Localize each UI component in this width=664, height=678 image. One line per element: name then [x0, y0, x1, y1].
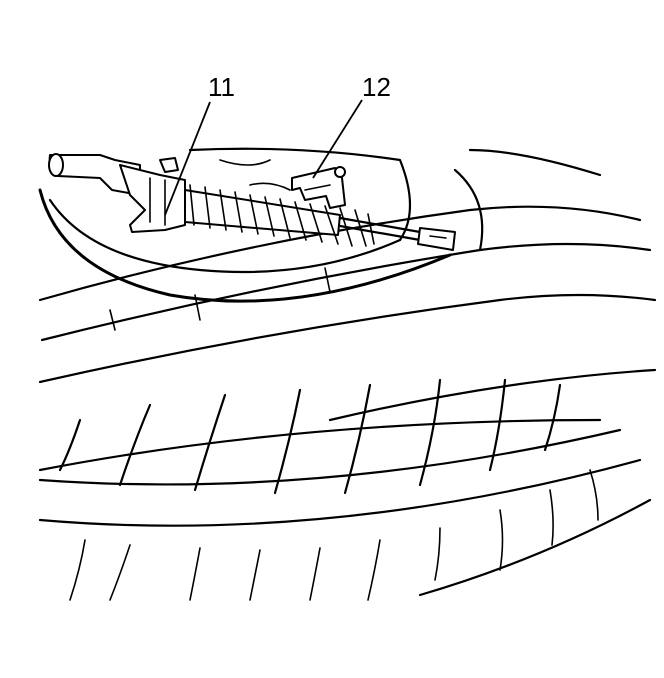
brake-lever-bracket [291, 166, 346, 209]
cable-spring [184, 184, 375, 247]
callout-11: 11 [164, 72, 235, 216]
lower-tire [38, 378, 652, 601]
brake-cable [338, 216, 456, 251]
callout-12: 12 [312, 72, 391, 179]
wheel-well [38, 147, 452, 303]
callout-11-label: 11 [208, 72, 235, 102]
callout-12-leader [312, 99, 363, 179]
callout-11-leader [164, 101, 211, 216]
callout-12-label: 12 [362, 72, 391, 102]
cable-conduit [48, 153, 186, 233]
